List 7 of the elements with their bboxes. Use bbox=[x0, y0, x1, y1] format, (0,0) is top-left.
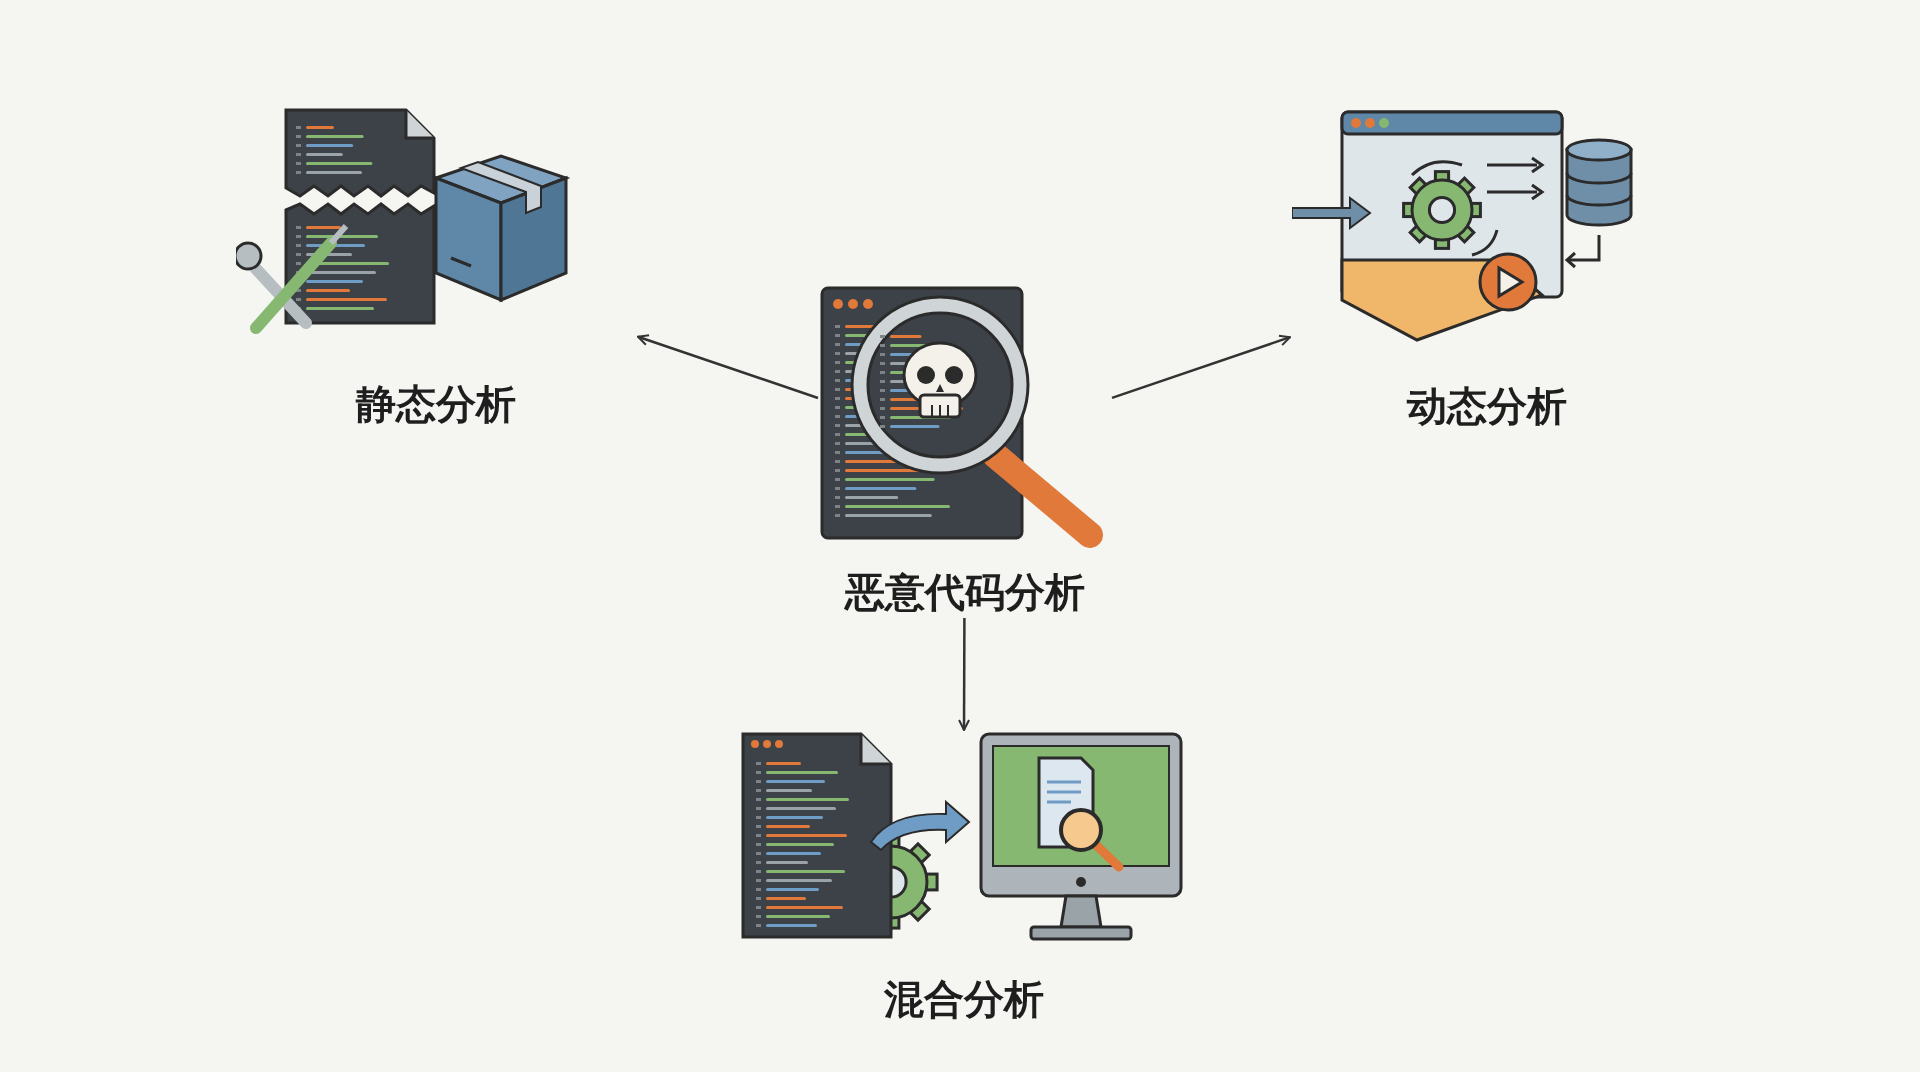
node-label: 静态分析 bbox=[356, 380, 516, 428]
arrow bbox=[637, 334, 819, 400]
node-label: 恶意代码分析 bbox=[845, 568, 1085, 616]
arrow bbox=[958, 618, 971, 731]
node-label: 混合分析 bbox=[883, 975, 1044, 1023]
arrow bbox=[1111, 334, 1291, 400]
node-label: 动态分析 bbox=[1407, 382, 1567, 430]
